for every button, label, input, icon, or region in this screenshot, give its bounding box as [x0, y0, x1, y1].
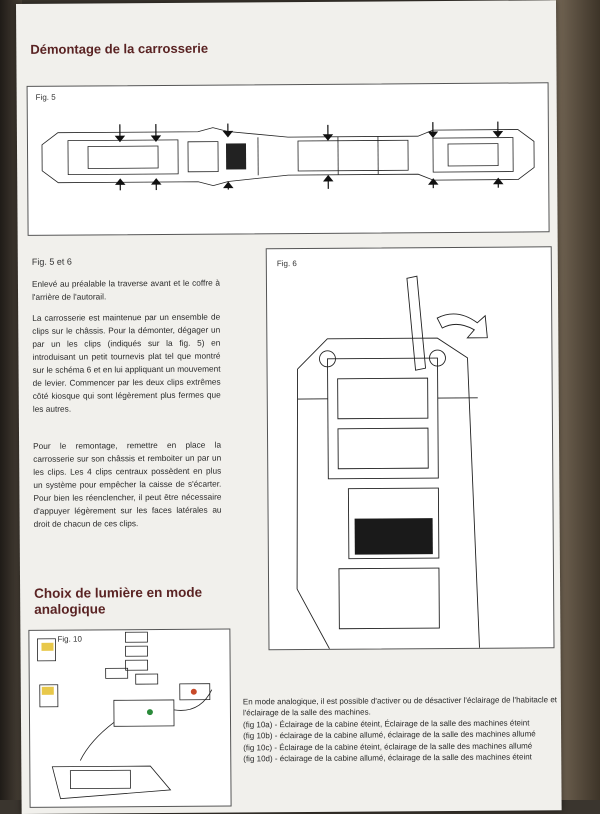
section-title-disassembly: Démontage de la carrosserie: [30, 41, 208, 57]
list-item: (fig 10d) - éclairage de la cabine allum…: [243, 751, 559, 765]
figure-5: Fig. 5: [27, 82, 550, 236]
paragraph-1: Enlevé au préalable la traverse avant et…: [32, 277, 220, 304]
paragraph-2: La carrosserie est maintenue par un ense…: [32, 311, 221, 416]
paragraph-3: Pour le remontage, remettre en place la …: [33, 439, 222, 531]
figure-6: Fig. 6: [266, 246, 555, 650]
figure-10: Fig. 10: [28, 629, 231, 808]
analog-options-list: (fig 10a) - Éclairage de la cabine étein…: [243, 717, 559, 765]
section-subheading: Fig. 5 et 6: [32, 257, 72, 267]
section-title-analog-light: Choix de lumière en mode analogique: [34, 584, 254, 618]
screwdriver-clip-diagram: [267, 247, 554, 649]
railcar-top-view-diagram: [38, 121, 538, 190]
dip-switch-wiring-diagram: [29, 630, 230, 807]
figure-5-label: Fig. 5: [36, 93, 56, 102]
analog-intro: En mode analogique, il est possible d'ac…: [243, 694, 559, 719]
instruction-sheet: Démontage de la carrosserie Fig. 5: [16, 0, 562, 814]
analog-mode-text: En mode analogique, il est possible d'ac…: [243, 694, 559, 765]
